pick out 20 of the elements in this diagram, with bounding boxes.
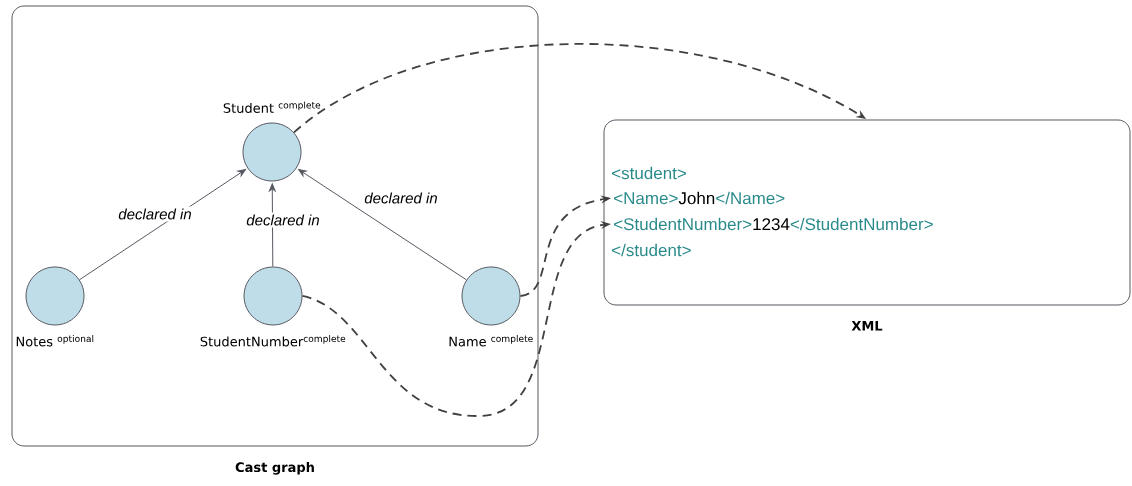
code-line: <Name>John</Name> — [614, 191, 785, 205]
edge-label: declared in — [244, 212, 322, 228]
edge-label: declared in — [362, 190, 440, 206]
code-line: <StudentNumber>1234</StudentNumber> — [614, 217, 933, 231]
edge-label: declared in — [116, 206, 194, 222]
arrow — [268, 183, 276, 267]
arrow — [298, 169, 467, 281]
node-label: StudentNumber$^{complete}$ — [200, 335, 346, 347]
circle-node: Student $^{complete}$ — [223, 101, 321, 182]
code-line: </student> — [612, 243, 691, 257]
node-label: Notes $^{optional}$ — [16, 335, 94, 347]
circle-node: Notes $^{optional}$ — [16, 266, 94, 347]
code-line: <student> — [612, 166, 686, 180]
node-label: Cast graph — [235, 462, 314, 475]
circle-node: Name $^{complete}$ — [449, 266, 533, 347]
node-label: Name $^{complete}$ — [449, 335, 533, 347]
circle-node: StudentNumber$^{complete}$ — [200, 266, 346, 347]
node-label: XML — [851, 321, 883, 331]
arrow — [79, 169, 246, 281]
node-label: Student $^{complete}$ — [223, 101, 321, 113]
